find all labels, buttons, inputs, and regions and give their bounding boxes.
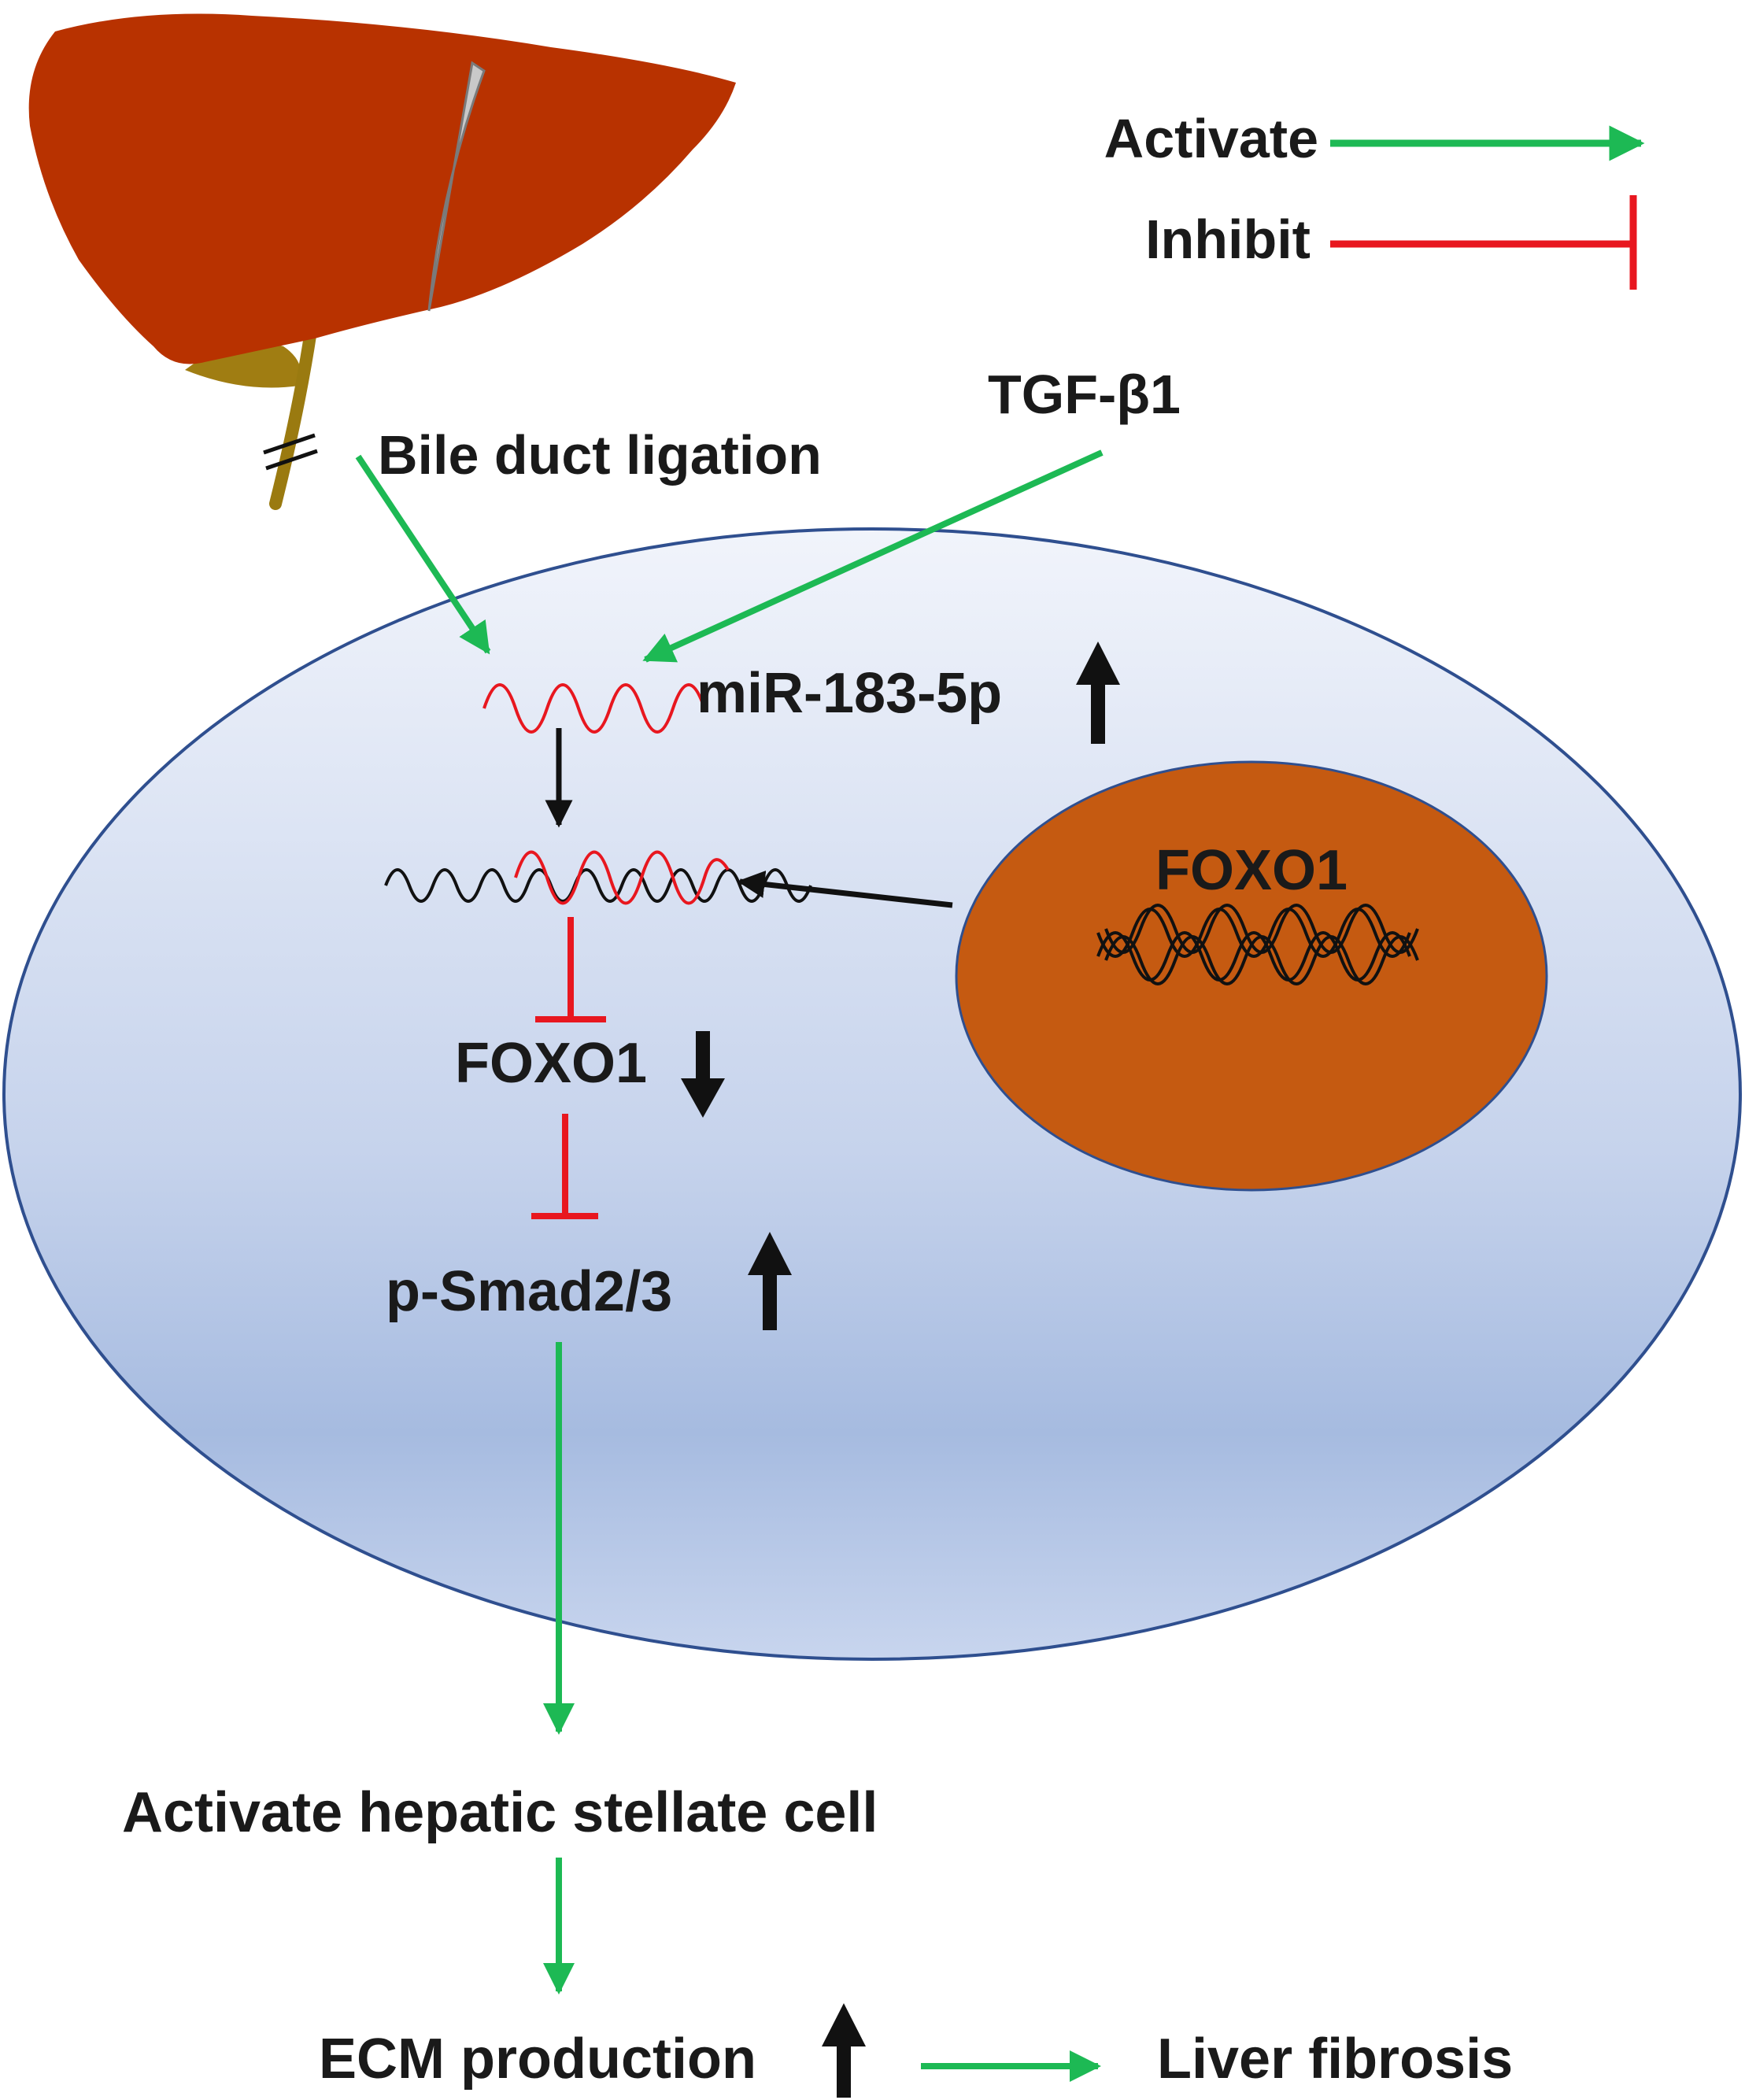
arrow-nucleus-to-duplex bbox=[737, 871, 953, 908]
inhibit-duplex-to-foxo1 bbox=[535, 917, 606, 1022]
ecm-production-label: ECM production bbox=[319, 2028, 756, 2091]
legend-activate-label: Activate bbox=[1104, 108, 1318, 169]
arrow-bdl-to-mirna bbox=[355, 454, 491, 655]
activate-hsc-label: Activate hepatic stellate cell bbox=[122, 1781, 878, 1844]
legend: Activate Inhibit bbox=[1104, 108, 1645, 290]
up-arrow-icon bbox=[822, 2003, 866, 2098]
down-arrow-icon bbox=[681, 1031, 725, 1118]
up-arrow-icon bbox=[1076, 641, 1120, 744]
bile-duct-ligation-label: Bile duct ligation bbox=[378, 424, 822, 486]
mirna-wave-icon bbox=[482, 683, 706, 734]
liver-fibrosis-label: Liver fibrosis bbox=[1157, 2028, 1513, 2091]
ligation-mark bbox=[263, 433, 316, 455]
dna-helix-icon bbox=[1096, 904, 1419, 985]
p-smad-label: p-Smad2/3 bbox=[386, 1260, 672, 1323]
bile-duct bbox=[269, 324, 317, 510]
up-arrow-icon bbox=[748, 1232, 792, 1330]
legend-inhibit-label: Inhibit bbox=[1145, 209, 1311, 270]
liver-icon bbox=[28, 13, 736, 510]
nucleus: FOXO1 bbox=[955, 760, 1548, 1192]
tgf-beta1-label: TGF-β1 bbox=[988, 364, 1181, 425]
arrow-tgf-to-mirna bbox=[642, 449, 1104, 663]
inhibit-foxo1-to-psmad bbox=[531, 1114, 598, 1219]
nucleus-foxo1-label: FOXO1 bbox=[1155, 839, 1348, 902]
foxo1-label: FOXO1 bbox=[455, 1032, 647, 1095]
mirna-label: miR-183-5p bbox=[697, 662, 1002, 725]
